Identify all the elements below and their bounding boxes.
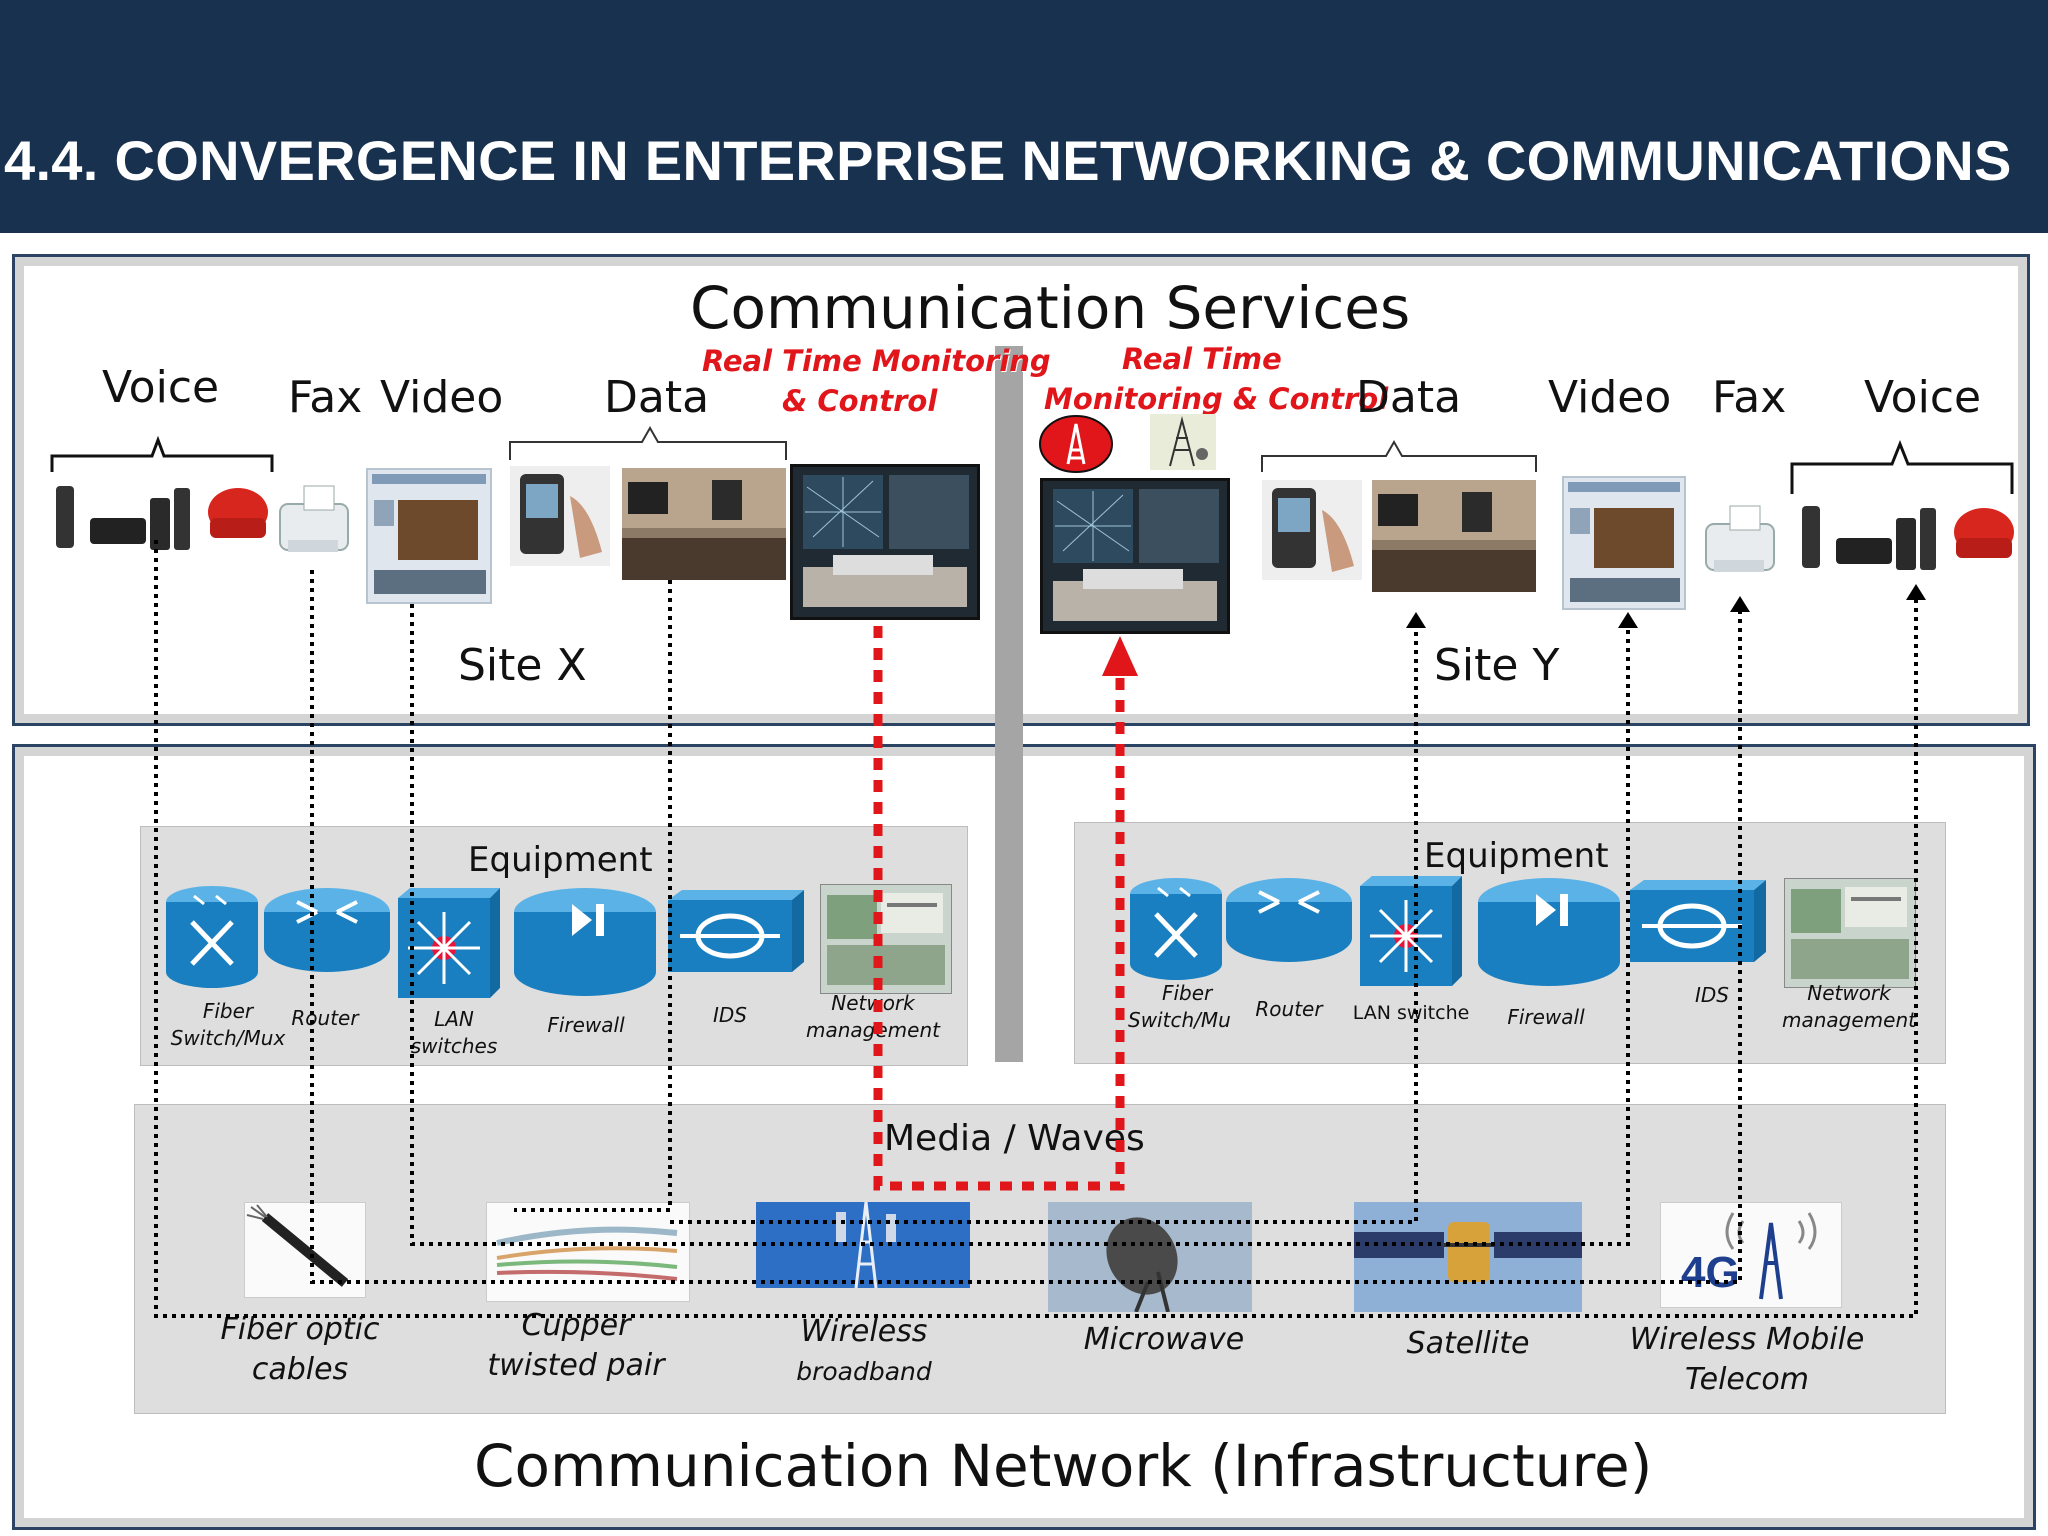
tower-warning-icon — [1038, 414, 1114, 474]
router-label-site-x: Router — [291, 1006, 359, 1030]
router-icon-site-x — [262, 886, 392, 976]
video-conference-icon — [372, 474, 486, 594]
router-icon-site-y — [1224, 876, 1354, 966]
lan-switch-icon-site-y — [1358, 876, 1464, 988]
site-y-realtime-line1: Real Time — [1122, 342, 1282, 376]
wireless-broadband-image — [756, 1202, 970, 1288]
ids-label-site-y: IDS — [1695, 983, 1729, 1007]
video-conference-icon — [1568, 482, 1680, 602]
network-management-icon-site-y — [1784, 878, 1916, 988]
phones-image-site-x — [50, 478, 270, 568]
network-heading: Communication Network (Infrastructure) — [474, 1432, 1653, 1500]
site-divider — [995, 346, 1023, 1062]
site-y-voice-label: Voice — [1864, 372, 1982, 423]
video-image-site-x — [366, 468, 492, 604]
firewall-icon-site-x — [512, 886, 658, 1002]
satellite-label: Satellite — [1406, 1326, 1530, 1361]
pda-icon — [520, 474, 602, 558]
services-heading: Communication Services — [690, 274, 1411, 342]
site-x-realtime-line1: Real Time Monitoring — [702, 344, 1051, 378]
ids-icon-site-x — [666, 888, 806, 974]
pda-image-site-y — [1262, 480, 1362, 580]
site-y-data-label: Data — [1356, 372, 1462, 423]
title-bar: 4.4. CONVERGENCE IN ENTERPRISE NETWORKIN… — [0, 0, 2048, 233]
cell-tower-icon: 4G — [1681, 1212, 1817, 1300]
satellite-image — [1354, 1202, 1582, 1312]
satellite-dish-icon — [1106, 1217, 1178, 1312]
oil-rig-icon — [1150, 414, 1216, 470]
fax-image-site-y — [1700, 500, 1780, 590]
antenna-tower-icon — [836, 1202, 896, 1288]
ids-icon-site-y — [1628, 878, 1768, 964]
site-x-fax-label: Fax — [288, 372, 363, 423]
phone-icon — [1802, 506, 2014, 570]
workstation-image-site-y — [1372, 480, 1536, 592]
firewall-icon-site-y — [1476, 876, 1622, 992]
fax-image-site-x — [274, 480, 354, 570]
microwave-label: Microwave — [1083, 1322, 1245, 1357]
page-title: 4.4. CONVERGENCE IN ENTERPRISE NETWORKIN… — [4, 129, 2012, 192]
twisted-pair-icon — [496, 1226, 678, 1281]
fax-icon — [279, 485, 349, 552]
ids-label-site-x: IDS — [713, 1003, 747, 1027]
equipment-heading-site-y: Equipment — [1424, 836, 1609, 876]
workstation-icon — [1372, 480, 1536, 592]
fiber-switch-icon-site-y — [1128, 876, 1224, 984]
wireless-mobile-image: 4G — [1660, 1202, 1842, 1308]
control-room-image-site-x — [790, 464, 980, 620]
site-y-video-label: Video — [1548, 372, 1672, 423]
copper-twisted-pair-image — [486, 1202, 690, 1302]
firewall-label-site-y: Firewall — [1507, 1005, 1585, 1029]
workstation-image-site-x — [622, 468, 786, 580]
phones-image-site-y — [1796, 498, 2016, 588]
site-y-name: Site Y — [1434, 640, 1560, 691]
control-room-icon — [1053, 489, 1219, 621]
pda-image-site-x — [510, 466, 610, 566]
media-heading: Media / Waves — [884, 1118, 1145, 1159]
pda-icon — [1272, 488, 1354, 572]
lan-switch-icon-site-x — [396, 888, 502, 1000]
site-x-realtime-line2: & Control — [782, 384, 938, 418]
fiber-optic-image — [244, 1202, 366, 1298]
control-room-icon — [803, 475, 969, 607]
control-room-image-site-y — [1040, 478, 1230, 634]
site-y-fax-label: Fax — [1712, 372, 1787, 423]
router-label-site-y: Router — [1255, 997, 1323, 1021]
firewall-label-site-x: Firewall — [547, 1013, 625, 1037]
equipment-heading-site-x: Equipment — [468, 840, 653, 880]
4g-badge: 4G — [1681, 1248, 1740, 1297]
satellite-icon — [1354, 1222, 1582, 1282]
site-x-data-label: Data — [604, 372, 710, 423]
fiber-cable-icon — [246, 1204, 349, 1287]
site-x-video-label: Video — [380, 372, 504, 423]
microwave-image — [1048, 1202, 1252, 1312]
video-image-site-y — [1562, 476, 1686, 610]
site-y-realtime-line2: Monitoring & Control — [1044, 382, 1389, 416]
workstation-icon — [622, 468, 786, 580]
fax-icon — [1705, 505, 1775, 572]
network-management-icon-site-x — [820, 884, 952, 994]
lan-switch-label-site-y: LAN switche — [1352, 1002, 1470, 1024]
fiber-switch-icon-site-x — [164, 884, 260, 992]
phone-icon — [56, 486, 268, 550]
site-x-voice-label: Voice — [102, 362, 220, 413]
site-x-name: Site X — [458, 640, 587, 691]
